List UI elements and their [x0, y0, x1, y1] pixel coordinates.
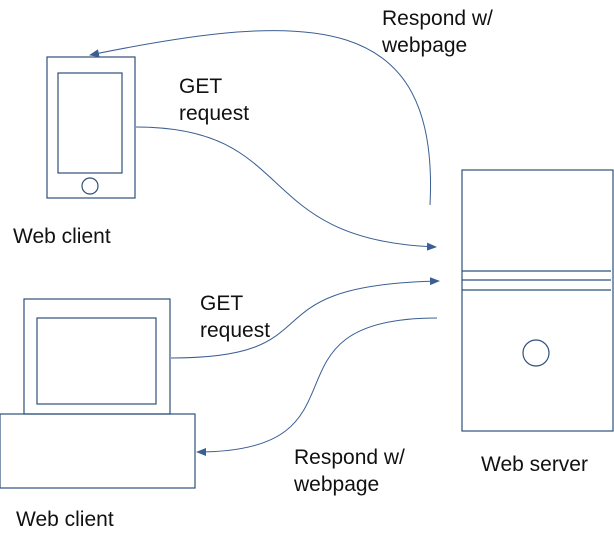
top-request-arrow: [135, 126, 437, 251]
phone-client-label: Web client: [13, 225, 111, 248]
top-response-arrow: [89, 30, 432, 206]
phone-client-icon: [46, 56, 136, 199]
top-request-label-line1: GET: [179, 75, 222, 98]
bottom-request-arrow: [170, 277, 440, 359]
bottom-response-label-line1: Respond w/: [294, 446, 405, 469]
bottom-response-arrow: [196, 317, 438, 456]
top-request-label-line2: request: [179, 102, 249, 125]
laptop-client-icon: [0, 298, 196, 489]
top-response-label-line1: Respond w/: [382, 7, 493, 30]
server-label: Web server: [481, 453, 588, 476]
server-icon: [461, 169, 614, 432]
laptop-client-label: Web client: [16, 508, 114, 531]
top-response-label-line2: webpage: [381, 34, 467, 57]
bottom-request-label-line2: request: [200, 319, 270, 342]
bottom-response-label-line2: webpage: [293, 473, 379, 496]
bottom-request-label-line1: GET: [200, 292, 243, 315]
